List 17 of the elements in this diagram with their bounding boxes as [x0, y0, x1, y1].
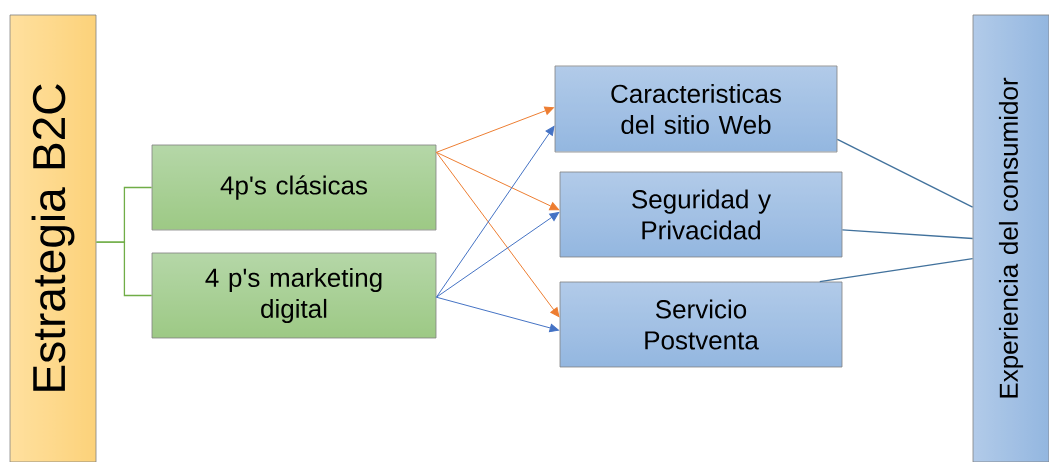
- strategy-bar: Estrategia B2C: [9, 14, 97, 462]
- arrow: [435, 296, 559, 333]
- experience-bar: Experiencia del consumidor: [972, 14, 1049, 462]
- connector-line: [841, 229, 974, 240]
- arrow: [435, 106, 554, 153]
- process-box: Servicio Postventa: [559, 281, 843, 368]
- process-box: Caracteristicas del sitio Web: [554, 65, 838, 153]
- connector-line: [836, 138, 974, 208]
- arrow: [435, 151, 559, 211]
- process-box: 4p's clásicas: [151, 144, 437, 231]
- arrow: [435, 212, 560, 298]
- arrow: [435, 151, 560, 318]
- process-box: Seguridad y Privacidad: [559, 171, 843, 258]
- process-box: 4 p's marketing digital: [151, 252, 437, 339]
- connector-line: [819, 258, 974, 283]
- arrow: [435, 126, 555, 298]
- connector-line: [95, 241, 153, 297]
